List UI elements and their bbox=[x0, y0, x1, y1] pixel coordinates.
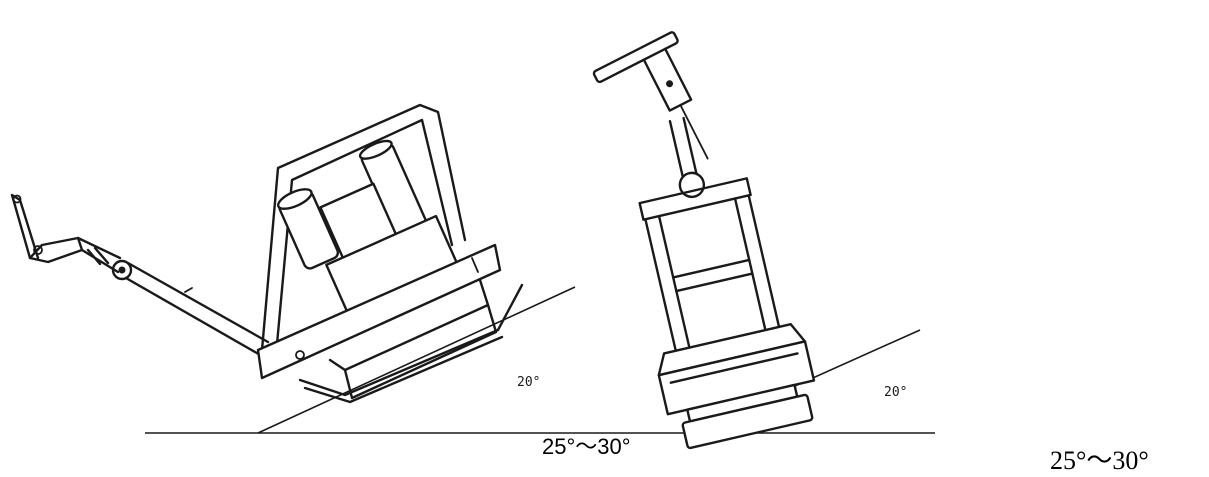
right-slope-angle-label: 20° bbox=[884, 385, 907, 400]
right-rammer: 20° bbox=[592, 31, 907, 450]
left-slope-line bbox=[257, 286, 576, 434]
left-plate-compactor: 20° bbox=[10, 103, 540, 404]
right-rammer-body bbox=[638, 116, 816, 450]
left-frame bbox=[260, 103, 467, 357]
left-handle-arm bbox=[10, 193, 270, 358]
left-slope-angle-label: 20° bbox=[517, 375, 540, 390]
slope-range-label: 25°～30° bbox=[542, 434, 631, 459]
left-base-plate bbox=[256, 243, 524, 404]
right-t-handle bbox=[592, 31, 709, 160]
outer-range-caption: 25°～30° bbox=[1050, 446, 1149, 475]
